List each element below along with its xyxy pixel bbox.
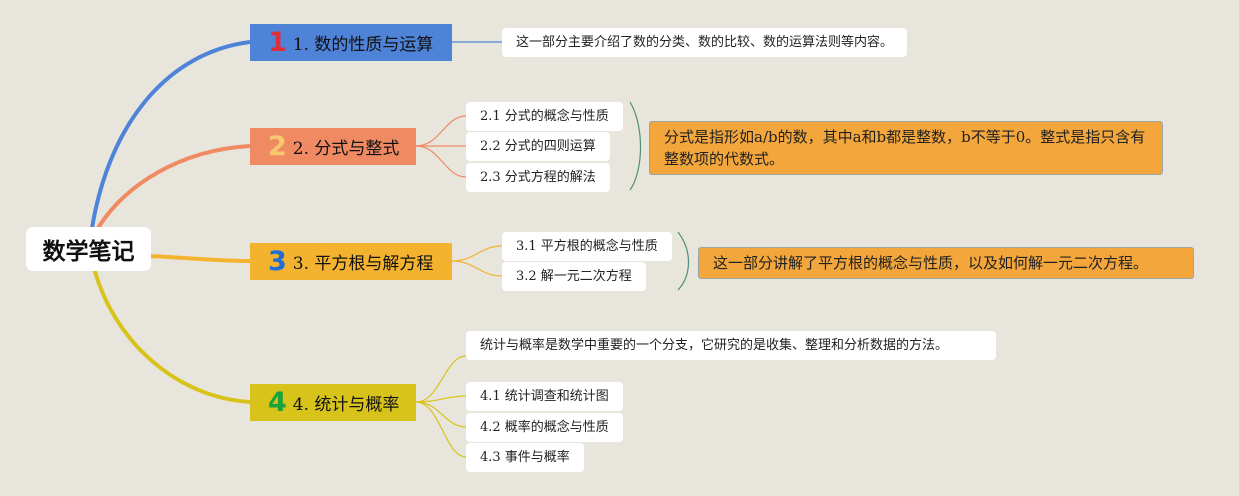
topic4-child-line-3 bbox=[415, 401, 467, 428]
topic-4-child-4[interactable]: 4.3 事件与概率 bbox=[466, 443, 584, 472]
branch-line-1 bbox=[90, 40, 251, 229]
topic-3-summary[interactable]: 这一部分讲解了平方根的概念与性质，以及如何解一元二次方程。 bbox=[698, 247, 1194, 279]
topic3-summary-brace bbox=[677, 231, 689, 291]
topic-3-child-1[interactable]: 3.1 平方根的概念与性质 bbox=[502, 232, 672, 261]
topic-4-child-1[interactable]: 统计与概率是数学中重要的一个分支，它研究的是收集、整理和分析数据的方法。 bbox=[466, 331, 996, 360]
topic-node-3[interactable]: 3 3. 平方根与解方程 bbox=[250, 243, 452, 280]
topic2-child-line-3 bbox=[415, 145, 467, 178]
topic-2-summary[interactable]: 分式是指形如a/b的数，其中a和b都是整数，b不等于0。整式是指只含有整数项的代… bbox=[649, 121, 1163, 175]
branch-line-2 bbox=[96, 144, 251, 230]
topic-4-number-icon: 4 bbox=[268, 387, 287, 418]
topic-1-description[interactable]: 这一部分主要介绍了数的分类、数的比较、数的运算法则等内容。 bbox=[502, 28, 908, 57]
topic4-child-line-2 bbox=[415, 395, 467, 403]
topic-node-4[interactable]: 4 4. 统计与概率 bbox=[250, 384, 416, 421]
topic-4-child-2[interactable]: 4.1 统计调查和统计图 bbox=[466, 382, 623, 411]
topic-4-label: 4. 统计与概率 bbox=[292, 395, 400, 415]
topic2-child-line-1 bbox=[415, 115, 467, 147]
topic-2-child-1[interactable]: 2.1 分式的概念与性质 bbox=[466, 102, 623, 131]
topic-3-label: 3. 平方根与解方程 bbox=[292, 254, 434, 274]
root-node[interactable]: 数学笔记 bbox=[26, 227, 151, 271]
topic-2-number-icon: 2 bbox=[268, 131, 287, 162]
topic-node-2[interactable]: 2 2. 分式与整式 bbox=[250, 128, 416, 165]
topic4-child-line-1 bbox=[415, 355, 467, 403]
topic2-summary-brace bbox=[629, 101, 642, 191]
topic-3-number-icon: 3 bbox=[268, 246, 287, 277]
branch-line-3 bbox=[149, 254, 251, 263]
topic-4-child-3[interactable]: 4.2 概率的概念与性质 bbox=[466, 413, 623, 442]
topic3-child-line-2 bbox=[451, 260, 503, 277]
branch-line-4 bbox=[92, 267, 251, 404]
topic3-child-line-1 bbox=[451, 245, 503, 262]
topic-3-child-2[interactable]: 3.2 解一元二次方程 bbox=[502, 262, 646, 291]
root-label: 数学笔记 bbox=[42, 239, 135, 265]
topic4-child-line-4 bbox=[415, 401, 467, 458]
topic-2-label: 2. 分式与整式 bbox=[292, 139, 400, 159]
topic-1-label: 1. 数的性质与运算 bbox=[292, 35, 434, 55]
topic-2-child-3[interactable]: 2.3 分式方程的解法 bbox=[466, 163, 610, 192]
topic-node-1[interactable]: 1 1. 数的性质与运算 bbox=[250, 24, 452, 61]
topic-2-child-2[interactable]: 2.2 分式的四则运算 bbox=[466, 132, 610, 161]
topic-1-number-icon: 1 bbox=[268, 27, 287, 58]
